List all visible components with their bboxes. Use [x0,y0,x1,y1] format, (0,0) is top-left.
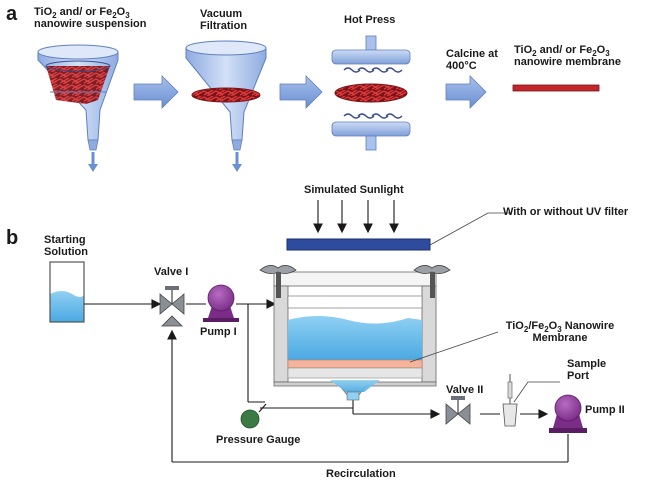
step5-label: TiO2 and/ or Fe2O3 nanowire membrane [514,44,621,68]
drip-arrow-2 [232,152,242,172]
funnel-suspension [37,44,119,151]
membrane-leader [409,331,499,363]
pressure-gauge [240,403,267,429]
process-arrow-2 [279,75,323,109]
hot-press [331,35,411,151]
panel-a-letter: a [6,3,18,25]
step1-label: TiO2 and/ or Fe2O3 nanowire suspension [34,6,147,30]
clamp-left [259,265,297,298]
pump-2-label: Pump II [585,404,625,416]
pump-1-label: Pump I [200,326,237,338]
process-arrow-3 [445,75,487,109]
recirculation-label: Recirculation [326,468,396,480]
clamp-right [413,265,451,298]
valve-2-label: Valve II [446,384,484,396]
process-arrow-1 [133,75,179,109]
filtered-nanowire-layer [191,87,261,103]
pipe-network [84,299,569,463]
pressure-gauge-label: Pressure Gauge [216,434,301,446]
valve-1-label: Valve I [154,266,189,278]
uv-filter-leader [429,212,512,246]
nanowire-membrane-strip [512,84,600,92]
simulated-sunlight-label: Simulated Sunlight [304,184,404,196]
pump-1 [203,284,239,322]
drip-arrow-1 [88,152,98,172]
nanowire-membrane-layer [287,359,423,369]
uv-filter-label: With or without UV filter [503,206,629,218]
valve-2 [445,396,471,425]
uv-filter-plate [286,238,431,251]
sunlight-arrows [313,200,399,234]
reactor-tank [273,271,437,401]
nanowire-suspension-fill [46,66,110,104]
pressed-nanowire-mat [334,83,408,103]
funnel-filtration [185,40,267,151]
valve-1 [159,286,185,327]
sample-port [502,374,560,427]
step3-label: Hot Press [344,14,396,26]
panel-b-letter: b [6,227,19,249]
tank-water [288,316,422,360]
pump-2 [549,394,587,433]
membrane-label: TiO2/Fe2O3 Nanowire Membrane [505,320,615,344]
starting-solution-beaker [49,261,85,323]
